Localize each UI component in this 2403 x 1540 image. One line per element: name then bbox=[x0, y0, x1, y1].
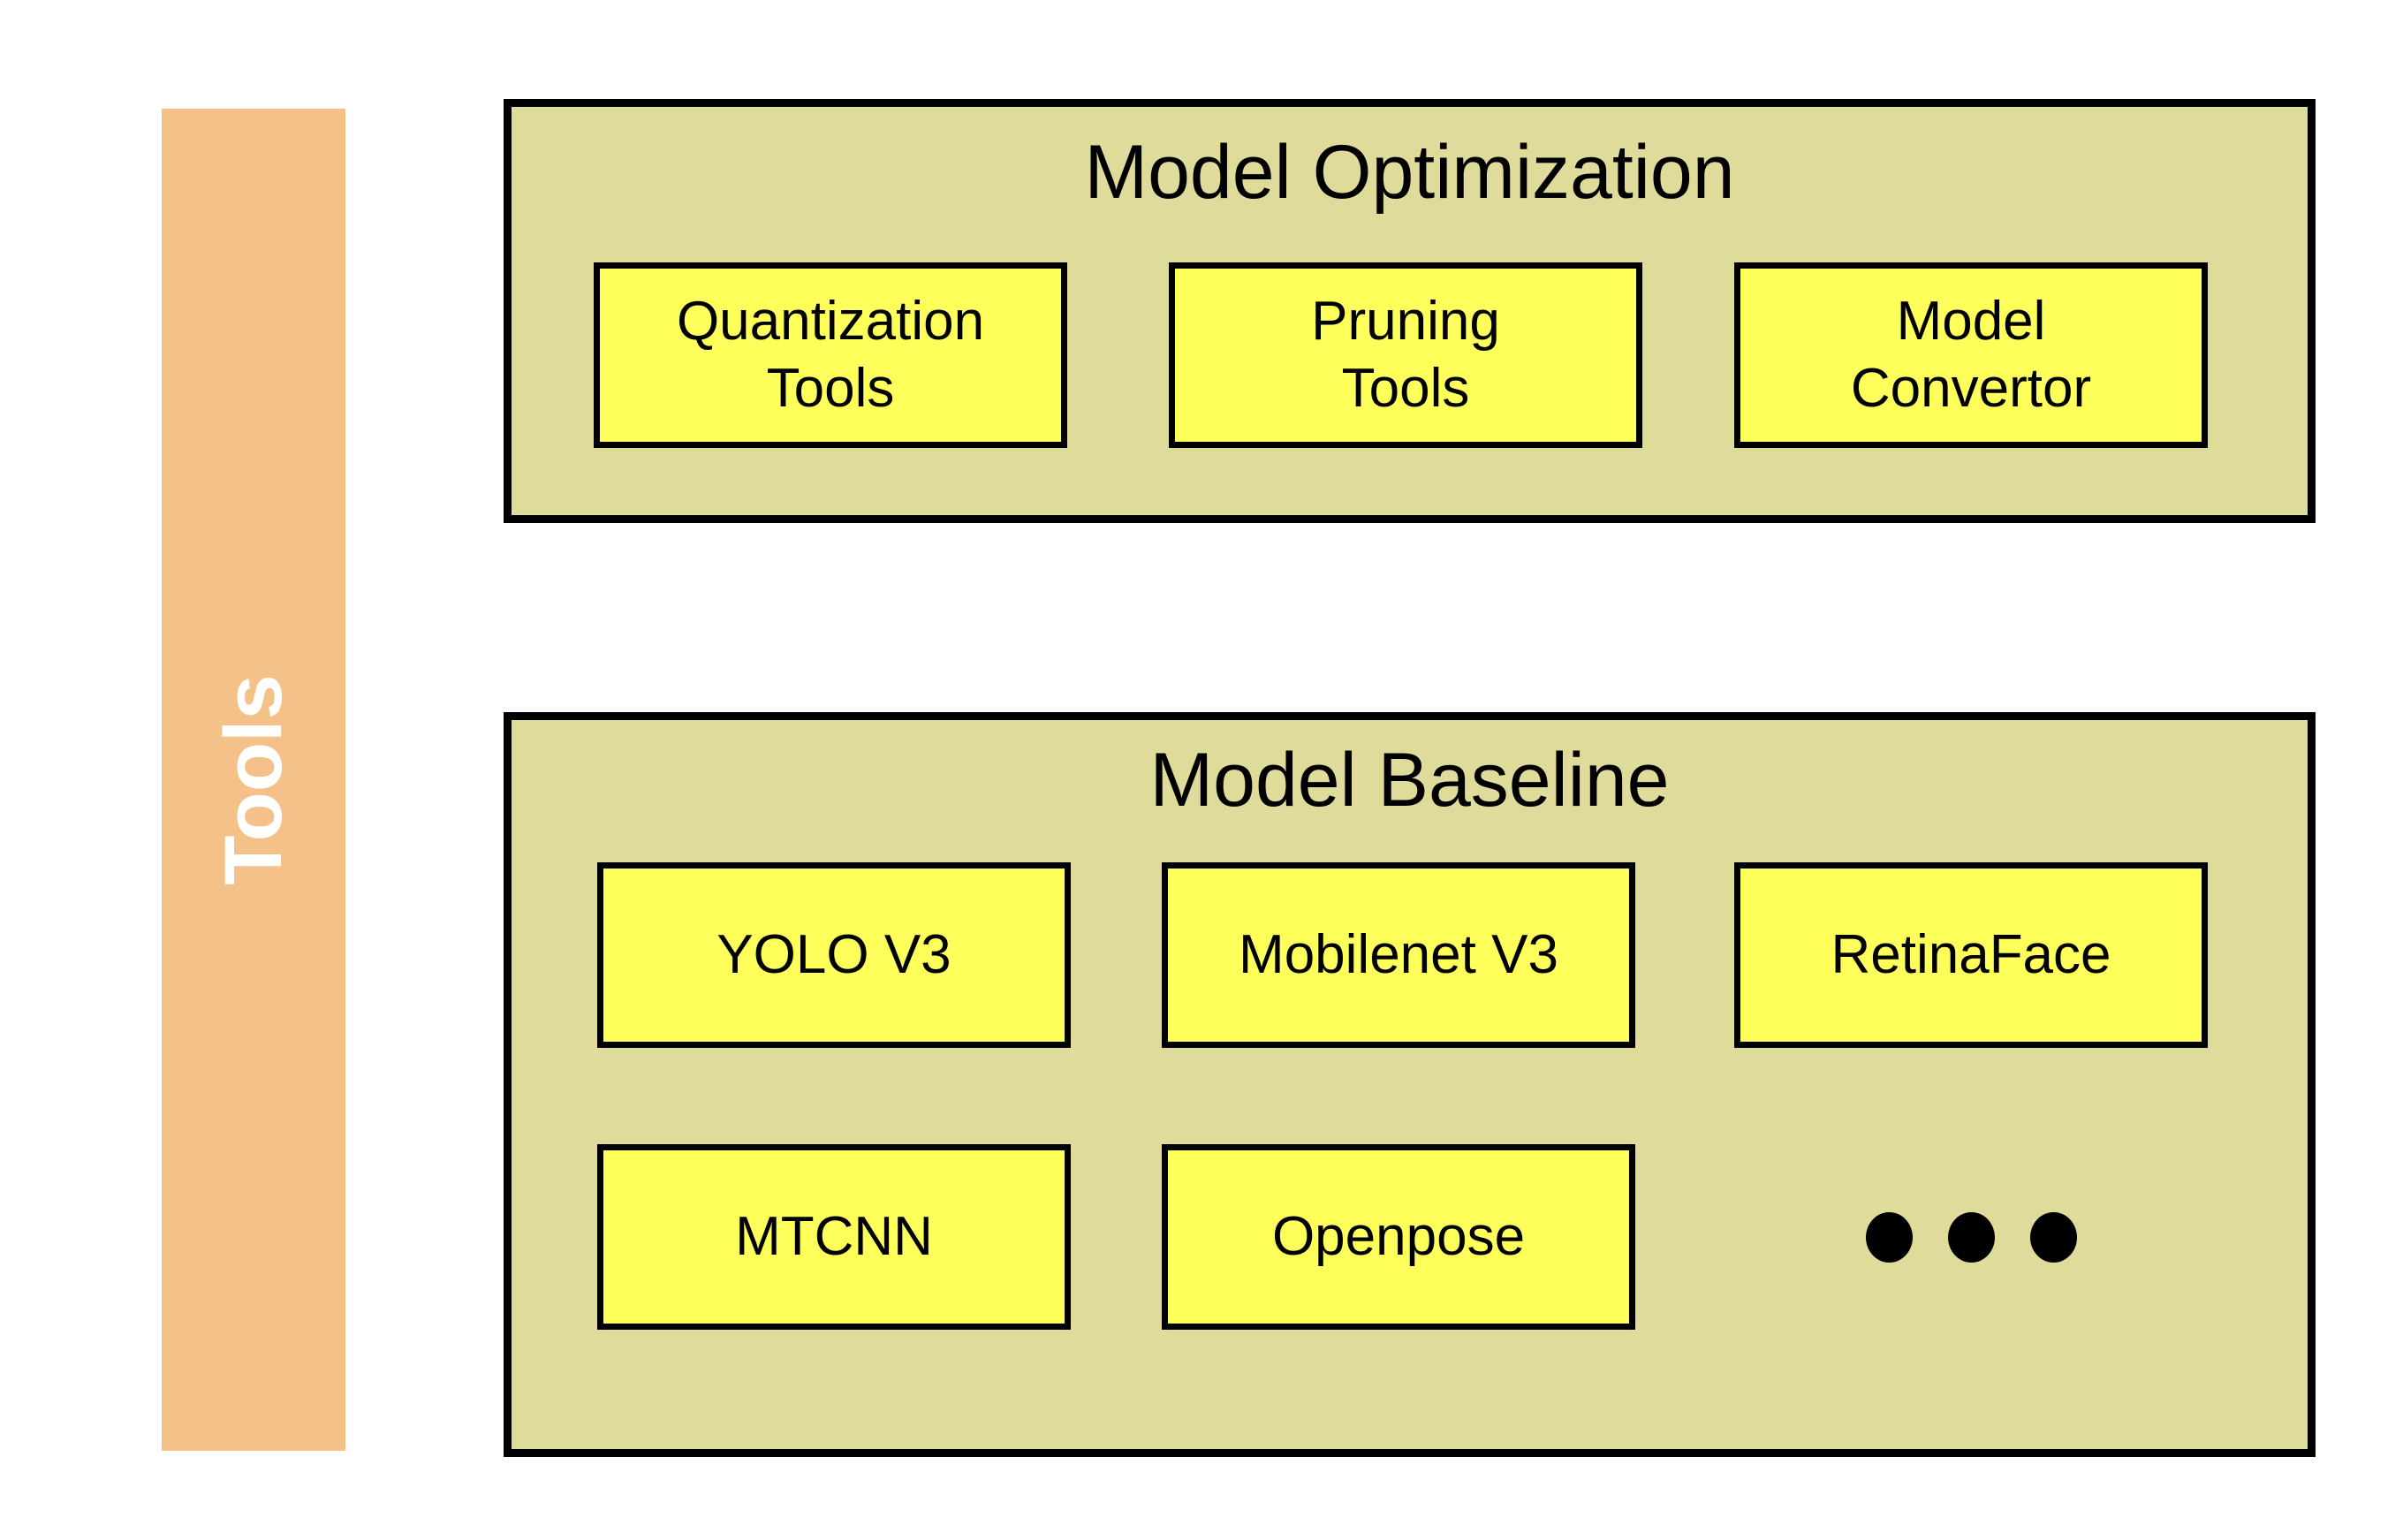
ellipsis-dot bbox=[1865, 1211, 1913, 1263]
ellipsis-dot bbox=[1947, 1211, 1995, 1263]
retinaface-box: RetinaFace bbox=[1734, 862, 2208, 1048]
model-optimization-group: Model Optimization Quantization Tools Pr… bbox=[504, 99, 2316, 523]
ellipsis-dot bbox=[2029, 1211, 2077, 1263]
yolo-v3-box: YOLO V3 bbox=[597, 862, 1071, 1048]
model-optimization-title: Model Optimization bbox=[1084, 130, 1735, 215]
mtcnn-label: MTCNN bbox=[735, 1206, 933, 1267]
pruning-tools-label: Pruning Tools bbox=[1311, 291, 1500, 419]
openpose-box: Openpose bbox=[1162, 1144, 1635, 1330]
tools-sidebar: Tools bbox=[162, 109, 345, 1451]
pruning-tools-box: Pruning Tools bbox=[1169, 262, 1642, 448]
mtcnn-box: MTCNN bbox=[597, 1144, 1071, 1330]
openpose-label: Openpose bbox=[1271, 1206, 1526, 1267]
mobilenet-v3-label: Mobilenet V3 bbox=[1239, 924, 1558, 985]
mobilenet-v3-box: Mobilenet V3 bbox=[1162, 862, 1635, 1048]
retinaface-label: RetinaFace bbox=[1831, 924, 2111, 985]
quantization-tools-box: Quantization Tools bbox=[594, 262, 1067, 448]
yolo-v3-label: YOLO V3 bbox=[716, 924, 951, 985]
model-convertor-box: Model Convertor bbox=[1734, 262, 2208, 448]
quantization-tools-label: Quantization Tools bbox=[676, 291, 985, 419]
model-baseline-group: Model Baseline YOLO V3 Mobilenet V3 Reti… bbox=[504, 712, 2316, 1457]
tools-sidebar-label: Tools bbox=[208, 674, 299, 885]
model-baseline-title: Model Baseline bbox=[1149, 738, 1670, 823]
ellipsis-icon bbox=[1734, 1144, 2208, 1330]
model-convertor-label: Model Convertor bbox=[1850, 291, 2092, 419]
